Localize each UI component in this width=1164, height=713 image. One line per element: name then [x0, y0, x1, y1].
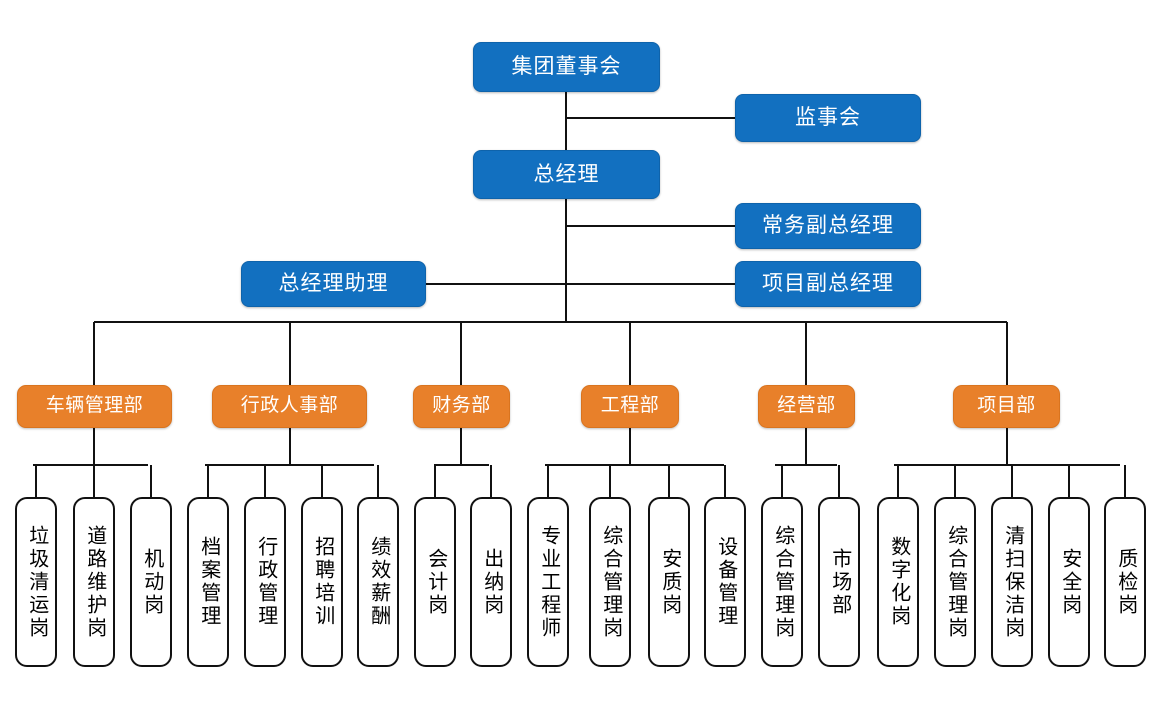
node-supervisors[interactable]: 监事会: [735, 94, 921, 142]
node-leaf-garbage[interactable]: 垃圾清运岗: [15, 497, 57, 667]
node-dept-ops[interactable]: 经营部: [758, 385, 855, 428]
leaf-label: 行政管理: [254, 536, 277, 628]
node-leaf-safety-q[interactable]: 安质岗: [648, 497, 690, 667]
node-leaf-proj-gen[interactable]: 综合管理岗: [934, 497, 976, 667]
node-leaf-recruit[interactable]: 招聘培训: [301, 497, 343, 667]
node-dept-eng[interactable]: 工程部: [581, 385, 679, 428]
node-label: 常务副总经理: [762, 214, 894, 238]
node-dept-admin[interactable]: 行政人事部: [212, 385, 367, 428]
node-label: 总经理: [533, 162, 600, 186]
leaf-label: 道路维护岗: [83, 524, 106, 640]
node-leaf-equipment[interactable]: 设备管理: [704, 497, 746, 667]
node-leaf-perf-pay[interactable]: 绩效薪酬: [357, 497, 399, 667]
node-label: 项目副总经理: [762, 272, 894, 296]
node-leaf-safety[interactable]: 安全岗: [1048, 497, 1090, 667]
leaf-label: 机动岗: [140, 547, 163, 617]
leaf-label: 综合管理岗: [599, 524, 622, 640]
leaf-label: 安质岗: [658, 547, 681, 617]
leaf-label: 安全岗: [1058, 547, 1081, 617]
leaf-label: 清扫保洁岗: [1001, 524, 1024, 640]
node-leaf-engineer[interactable]: 专业工程师: [527, 497, 569, 667]
leaf-label: 招聘培训: [311, 536, 334, 628]
node-label: 总经理助理: [278, 272, 389, 296]
leaf-label: 市场部: [828, 547, 851, 617]
node-leaf-vehicle-flex[interactable]: 机动岗: [130, 497, 172, 667]
node-label: 财务部: [432, 395, 491, 417]
leaf-label: 专业工程师: [537, 524, 560, 640]
node-leaf-cashier[interactable]: 出纳岗: [470, 497, 512, 667]
node-leaf-admin-mgmt[interactable]: 行政管理: [244, 497, 286, 667]
node-label: 经营部: [777, 395, 836, 417]
node-board[interactable]: 集团董事会: [473, 42, 660, 92]
leaf-label: 档案管理: [197, 536, 220, 628]
leaf-label: 绩效薪酬: [367, 536, 390, 628]
leaf-label: 数字化岗: [887, 536, 910, 628]
node-leaf-ops-gen[interactable]: 综合管理岗: [761, 497, 803, 667]
node-label: 车辆管理部: [45, 395, 144, 417]
node-label: 行政人事部: [240, 395, 339, 417]
node-gm[interactable]: 总经理: [473, 150, 660, 199]
leaf-label: 设备管理: [714, 536, 737, 628]
node-leaf-digital[interactable]: 数字化岗: [877, 497, 919, 667]
leaf-label: 垃圾清运岗: [25, 524, 48, 640]
node-label: 项目部: [977, 395, 1036, 417]
node-dept-finance[interactable]: 财务部: [413, 385, 510, 428]
node-leaf-cleaning[interactable]: 清扫保洁岗: [991, 497, 1033, 667]
leaf-label: 会计岗: [424, 547, 447, 617]
node-leaf-eng-gen[interactable]: 综合管理岗: [589, 497, 631, 667]
node-label: 集团董事会: [511, 55, 622, 79]
node-label: 工程部: [600, 395, 660, 417]
leaf-label: 综合管理岗: [944, 524, 967, 640]
node-leaf-archive[interactable]: 档案管理: [187, 497, 229, 667]
node-project-vp[interactable]: 项目副总经理: [735, 261, 921, 307]
node-leaf-accounting[interactable]: 会计岗: [414, 497, 456, 667]
node-gm-assist[interactable]: 总经理助理: [241, 261, 426, 307]
node-leaf-road[interactable]: 道路维护岗: [73, 497, 115, 667]
node-label: 监事会: [795, 106, 861, 130]
node-leaf-market[interactable]: 市场部: [818, 497, 860, 667]
node-dept-project[interactable]: 项目部: [953, 385, 1060, 428]
node-exec-vp[interactable]: 常务副总经理: [735, 203, 921, 249]
leaf-label: 综合管理岗: [771, 524, 794, 640]
leaf-label: 出纳岗: [480, 547, 503, 617]
leaf-label: 质检岗: [1114, 547, 1137, 617]
node-leaf-quality[interactable]: 质检岗: [1104, 497, 1146, 667]
node-dept-vehicle[interactable]: 车辆管理部: [17, 385, 172, 428]
